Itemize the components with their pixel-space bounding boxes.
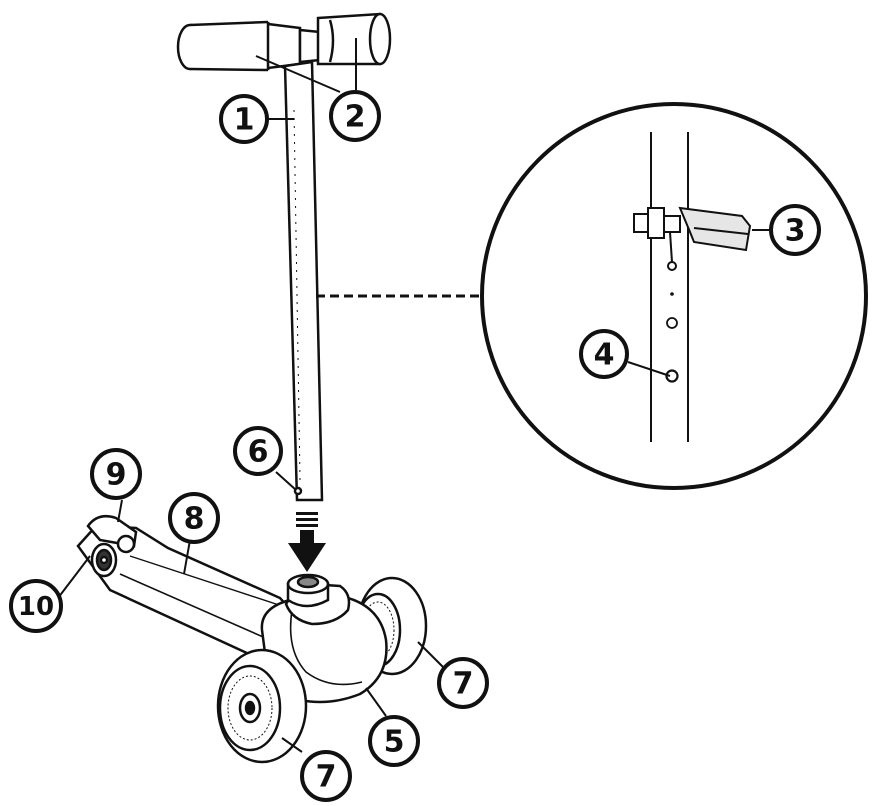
- rear-wheel: [90, 542, 118, 578]
- callout-10: 10: [9, 579, 63, 633]
- callout-3: 3: [769, 204, 821, 256]
- callout-7-left-label: 7: [316, 760, 337, 795]
- callout-8: 8: [168, 492, 220, 544]
- handlebar-grips: [176, 12, 392, 72]
- insert-arrow: [288, 512, 326, 572]
- callout-4-label: 4: [594, 338, 615, 373]
- callout-9-label: 9: [106, 458, 127, 493]
- quick-release-clamp: [633, 206, 752, 271]
- callout-2-label: 2: [345, 100, 366, 135]
- leader-lines: [57, 38, 770, 753]
- callout-7-left: 7: [300, 750, 352, 802]
- callouts: 1 2 3 4 6 9 8 10: [9, 90, 821, 802]
- callout-9: 9: [90, 448, 142, 500]
- callout-10-label: 10: [18, 592, 54, 622]
- callout-6: 6: [233, 426, 283, 476]
- column-socket: [286, 573, 330, 608]
- callout-3-label: 3: [785, 214, 806, 249]
- callout-5: 5: [368, 715, 420, 767]
- rear-brake: [86, 515, 138, 554]
- detail-zoom-circle: [316, 102, 868, 490]
- callout-6-label: 6: [248, 435, 269, 470]
- callout-4: 4: [579, 329, 629, 379]
- callout-7-right-label: 7: [453, 667, 474, 702]
- callout-8-label: 8: [184, 502, 205, 537]
- front-wheel-left: [216, 648, 308, 764]
- callout-2: 2: [329, 90, 381, 142]
- steering-column: [283, 60, 324, 502]
- callout-1: 1: [219, 94, 269, 144]
- callout-1-label: 1: [234, 103, 255, 138]
- callout-7-right: 7: [437, 657, 489, 709]
- callout-5-label: 5: [384, 725, 405, 760]
